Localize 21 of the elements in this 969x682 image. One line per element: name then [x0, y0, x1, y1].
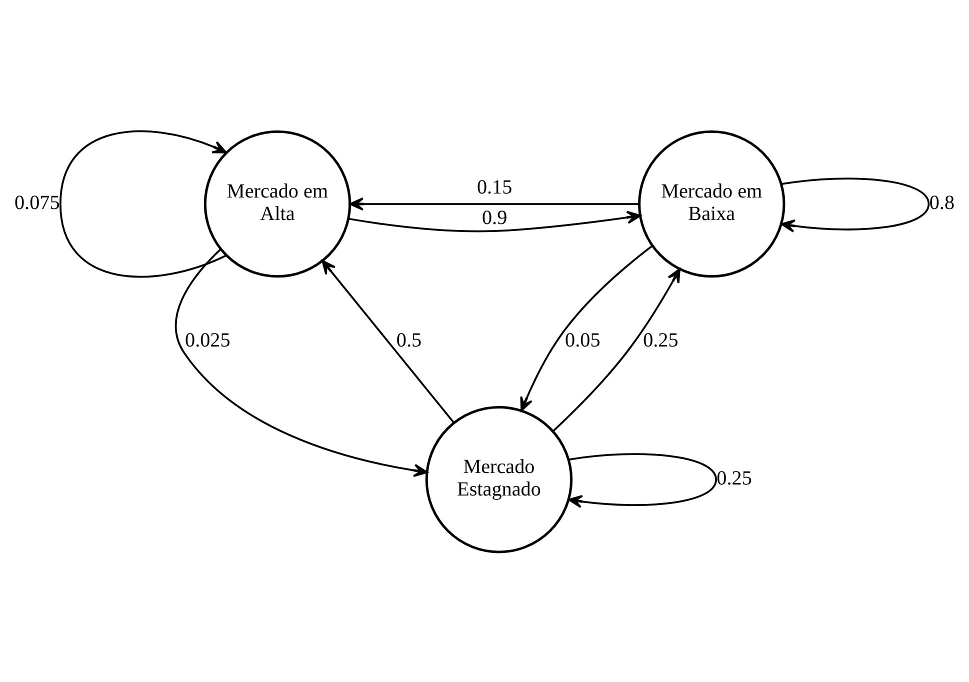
edge-label: 0.8	[929, 191, 955, 214]
arrow	[348, 210, 642, 232]
arrow	[520, 244, 653, 411]
arrow	[175, 248, 428, 476]
arrow	[568, 452, 717, 508]
edge-label: 0.15	[476, 176, 512, 198]
edge-label: 0.9	[482, 206, 508, 228]
edge-label: 0.025	[185, 329, 230, 352]
arrow	[780, 177, 930, 232]
node-circle: Mercado em Baixa	[638, 130, 786, 278]
arrow	[322, 259, 455, 423]
edge-label: 0.05	[565, 329, 600, 352]
edge-label: 0.25	[643, 329, 678, 352]
edge-label: 0.25	[716, 466, 752, 489]
arrow	[552, 268, 681, 432]
node-circle: Mercado em Alta	[204, 130, 352, 278]
edge-label: 0.5	[396, 329, 422, 352]
arrow	[349, 196, 640, 210]
arrow	[59, 130, 227, 278]
edge-label: 0.075	[14, 191, 60, 214]
node-circle: Mercado Estagnado	[425, 406, 573, 553]
